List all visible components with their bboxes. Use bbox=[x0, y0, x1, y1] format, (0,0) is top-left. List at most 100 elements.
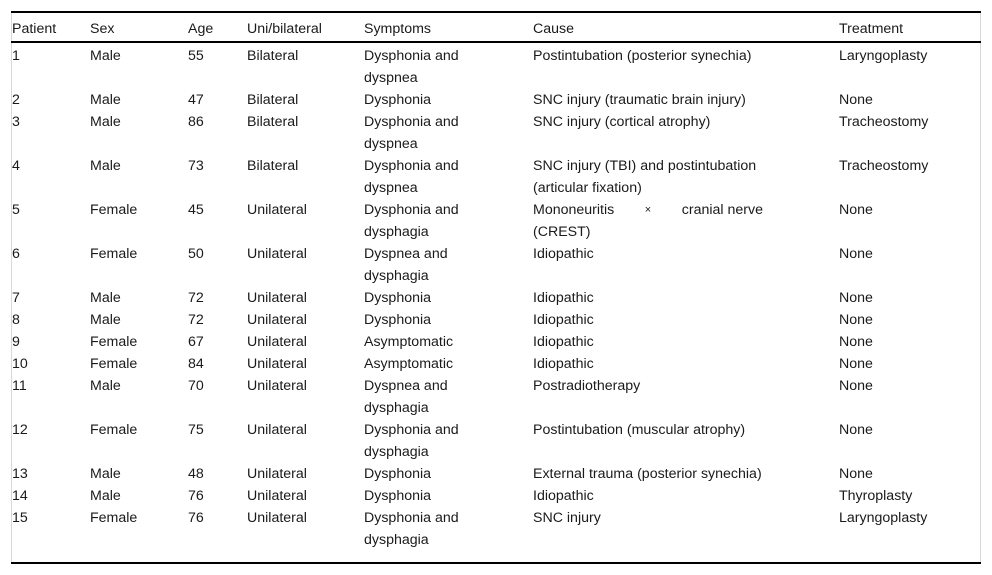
table-frame bbox=[11, 11, 981, 564]
cell-symptoms: Dysphonia and dysphagia bbox=[364, 422, 459, 460]
cell-treatment: None bbox=[839, 378, 873, 394]
cell-treatment: None bbox=[839, 422, 873, 438]
cell-laterality: Unilateral bbox=[247, 378, 307, 394]
cell-cause: Idiopathic bbox=[533, 312, 594, 328]
cell-laterality: Unilateral bbox=[247, 488, 307, 504]
cell-age: 47 bbox=[188, 92, 204, 108]
cell-cause: Idiopathic bbox=[533, 356, 594, 372]
cell-treatment: None bbox=[839, 246, 873, 262]
cell-treatment: None bbox=[839, 202, 873, 218]
cell-symptoms: Dysphonia bbox=[364, 312, 432, 328]
cell-age: 48 bbox=[188, 466, 204, 482]
cell-laterality: Unilateral bbox=[247, 422, 307, 438]
cell-laterality: Unilateral bbox=[247, 202, 307, 218]
cell-cause: Postintubation (posterior synechia) bbox=[533, 48, 752, 64]
cell-sex: Male bbox=[90, 158, 121, 174]
cell-patient: 14 bbox=[12, 488, 28, 504]
cause-fragment: Mononeuritis bbox=[533, 202, 615, 218]
cell-age: 76 bbox=[188, 510, 204, 526]
multiplication-sign: × bbox=[644, 204, 652, 216]
cell-sex: Female bbox=[90, 246, 138, 262]
cell-sex: Male bbox=[90, 378, 121, 394]
cell-laterality: Bilateral bbox=[247, 92, 299, 108]
cell-cause: SNC injury (cortical atrophy) bbox=[533, 114, 711, 130]
cell-patient: 9 bbox=[12, 334, 20, 350]
cell-cause: SNC injury (TBI) and postintubation (art… bbox=[533, 158, 757, 196]
cell-patient: 1 bbox=[12, 48, 20, 64]
cell-sex: Male bbox=[90, 290, 121, 306]
column-header-sex: Sex bbox=[90, 21, 115, 37]
cell-symptoms: Dysphonia bbox=[364, 488, 432, 504]
table-rule-header-separator bbox=[11, 41, 981, 43]
cell-sex: Female bbox=[90, 356, 138, 372]
cell-symptoms: Dysphonia bbox=[364, 92, 432, 108]
cell-laterality: Unilateral bbox=[247, 510, 307, 526]
cell-age: 70 bbox=[188, 378, 204, 394]
cell-patient: 8 bbox=[12, 312, 20, 328]
table-row: 11 Male 70 Unilateral Dyspnea and dysphagia P… bbox=[12, 375, 980, 419]
column-header-patient: Patient bbox=[12, 21, 57, 37]
cell-symptoms: Dysphonia and dysphagia bbox=[364, 510, 459, 548]
cell-cause: Mononeuritis × cranial nerve (CREST) bbox=[533, 199, 839, 243]
cell-symptoms: Dysphonia and dyspnea bbox=[364, 114, 459, 152]
cell-cause: External trauma (posterior synechia) bbox=[533, 466, 762, 482]
cell-laterality: Unilateral bbox=[247, 246, 307, 262]
cell-patient: 3 bbox=[12, 114, 20, 130]
cell-cause: SNC injury (traumatic brain injury) bbox=[533, 92, 746, 108]
cell-age: 72 bbox=[188, 290, 204, 306]
cell-age: 72 bbox=[188, 312, 204, 328]
cell-sex: Female bbox=[90, 334, 138, 350]
cell-laterality: Unilateral bbox=[247, 290, 307, 306]
cell-patient: 11 bbox=[12, 378, 27, 394]
cell-cause: Idiopathic bbox=[533, 290, 594, 306]
cell-sex: Female bbox=[90, 510, 138, 526]
column-header-age: Age bbox=[188, 21, 214, 37]
cell-laterality: Bilateral bbox=[247, 48, 299, 64]
column-header-laterality: Uni/bilateral bbox=[247, 21, 322, 37]
table-header-row: Patient Sex Age Uni/bilateral Symptoms C… bbox=[12, 13, 980, 41]
column-header-treatment: Treatment bbox=[839, 21, 904, 37]
cell-sex: Male bbox=[90, 312, 121, 328]
table-header: Patient Sex Age Uni/bilateral Symptoms C… bbox=[12, 13, 980, 41]
cell-treatment: Laryngoplasty bbox=[839, 510, 928, 526]
cell-age: 67 bbox=[188, 334, 204, 350]
cause-fragment: cranial nerve bbox=[681, 202, 763, 218]
cell-age: 45 bbox=[188, 202, 204, 218]
cell-sex: Male bbox=[90, 488, 121, 504]
cell-patient: 4 bbox=[12, 158, 20, 174]
cell-age: 84 bbox=[188, 356, 204, 372]
cell-cause: Postradiotherapy bbox=[533, 378, 641, 394]
cell-symptoms: Dysphonia and dyspnea bbox=[364, 48, 459, 86]
cell-cause: SNC injury bbox=[533, 510, 601, 526]
cell-patient: 6 bbox=[12, 246, 20, 262]
cell-laterality: Unilateral bbox=[247, 312, 307, 328]
cell-sex: Male bbox=[90, 466, 121, 482]
cell-symptoms: Asymptomatic bbox=[364, 356, 454, 372]
cell-patient: 12 bbox=[12, 422, 28, 438]
cell-symptoms: Dyspnea and dysphagia bbox=[364, 378, 448, 416]
cell-cause: Postintubation (muscular atrophy) bbox=[533, 422, 746, 438]
cell-treatment: None bbox=[839, 334, 873, 350]
cell-treatment: Tracheostomy bbox=[839, 114, 929, 130]
table-rule-bottom bbox=[11, 562, 981, 564]
cause-fragment: (CREST) bbox=[533, 224, 591, 240]
cell-treatment: Tracheostomy bbox=[839, 158, 929, 174]
table-rule-top bbox=[11, 11, 981, 13]
cell-symptoms: Dysphonia bbox=[364, 466, 432, 482]
cell-treatment: None bbox=[839, 290, 873, 306]
cell-laterality: Unilateral bbox=[247, 334, 307, 350]
